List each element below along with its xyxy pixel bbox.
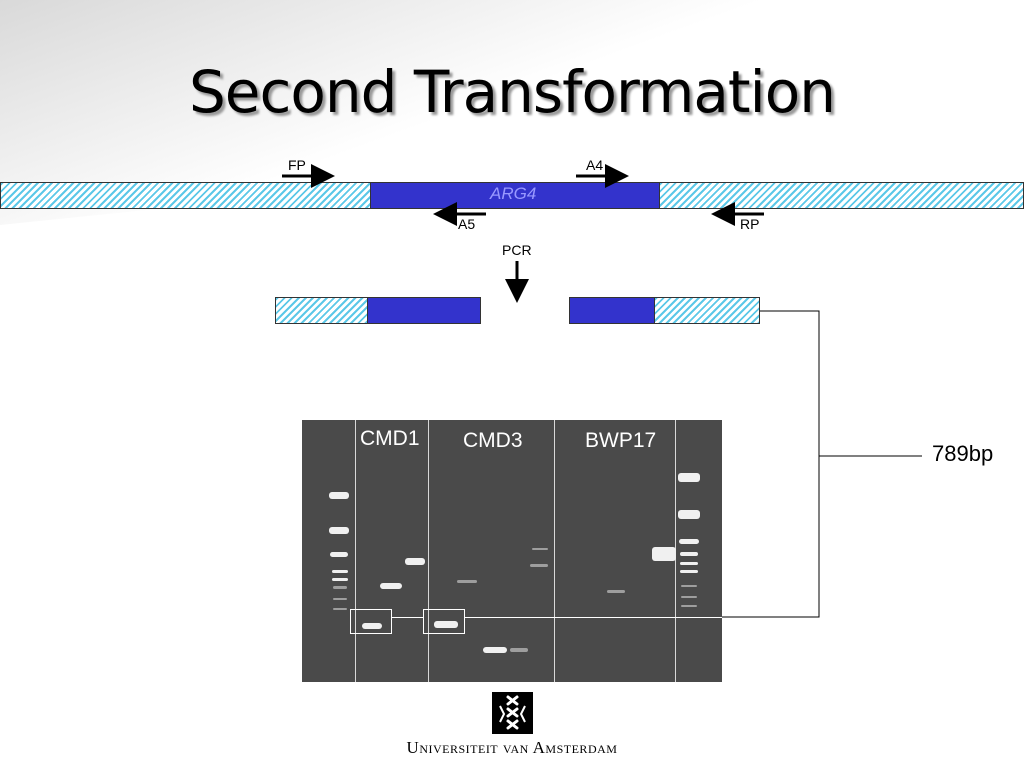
ladder-band [333, 586, 347, 589]
gene-label: ARG4 [490, 184, 537, 203]
ladder-band [681, 596, 697, 598]
lane-label-cmd1: CMD1 [360, 427, 420, 450]
ladder-band [680, 570, 698, 573]
sample-band [607, 590, 625, 593]
highlight-connector [392, 617, 423, 618]
ladder-band [681, 585, 697, 587]
ladder-band [681, 605, 697, 607]
university-name: Universiteit van Amsterdam [406, 738, 618, 757]
ladder-band [679, 539, 699, 544]
left-product-flank [275, 297, 369, 324]
ladder-band [678, 473, 700, 482]
lane-label-cmd3: CMD3 [463, 429, 523, 452]
left-flank-region [0, 182, 372, 209]
ladder-band [333, 598, 347, 600]
ladder-band [332, 578, 348, 581]
ladder-band [329, 527, 349, 534]
right-product-flank [654, 297, 760, 324]
sample-band [510, 648, 528, 652]
sample-band [652, 547, 676, 561]
a4-label: A4 [586, 157, 604, 173]
highlight-connector [465, 617, 722, 618]
university-logo [492, 692, 533, 734]
highlight-box-cmd3 [423, 609, 465, 634]
right-product-gene [569, 297, 656, 324]
lane-label-bwp17: BWP17 [585, 429, 657, 452]
ladder-band [680, 552, 698, 556]
sample-band [483, 647, 507, 653]
rp-label: RP [740, 216, 760, 232]
gel-image: CMD1 CMD3 BWP17 [302, 420, 722, 682]
sample-band [434, 621, 458, 628]
sample-band [362, 623, 382, 629]
sample-band [457, 580, 477, 583]
pcr-label: PCR [502, 242, 532, 258]
fp-label: FP [288, 157, 306, 173]
ladder-band [678, 510, 700, 519]
sample-band [530, 564, 548, 567]
ladder-band [329, 492, 349, 499]
sample-band [405, 558, 425, 565]
sample-band [532, 548, 548, 550]
lane-divider [428, 420, 429, 682]
slide-title: Second Transformation [188, 58, 836, 126]
a5-label: A5 [458, 216, 476, 232]
right-flank-region [659, 182, 1024, 209]
ladder-band [332, 570, 348, 573]
highlight-box-cmd1 [350, 609, 392, 634]
left-product-gene [367, 297, 481, 324]
lane-divider [554, 420, 555, 682]
size-label: 789bp [932, 441, 994, 466]
ladder-band [680, 562, 698, 565]
sample-band [380, 583, 402, 589]
ladder-band [333, 608, 347, 610]
ladder-band [330, 552, 348, 557]
lane-divider [355, 420, 356, 682]
